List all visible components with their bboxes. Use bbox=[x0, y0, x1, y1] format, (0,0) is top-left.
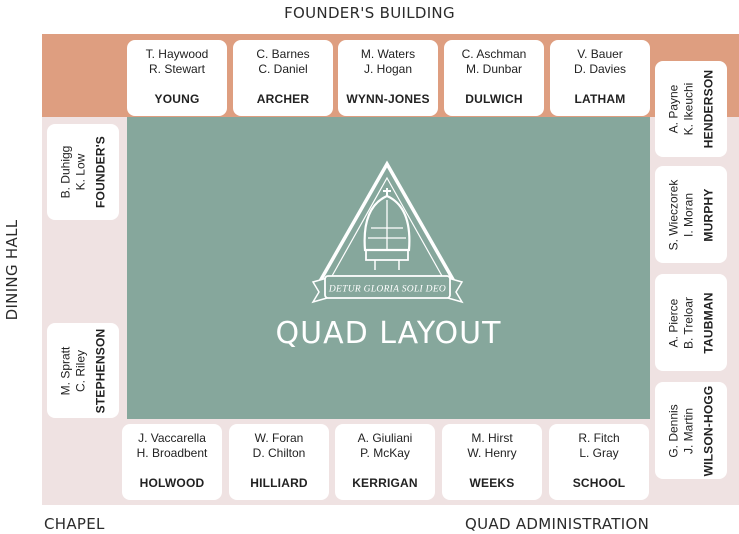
house-name: HOLWOOD bbox=[139, 476, 205, 490]
resident-name: D. Chilton bbox=[252, 446, 306, 460]
quad-administration-label: QUAD ADMINISTRATION bbox=[465, 515, 650, 533]
house-name: HILLIARD bbox=[250, 476, 308, 490]
house-name: HENDERSON bbox=[701, 69, 716, 149]
resident-name: D. Davies bbox=[573, 62, 626, 76]
resident-name: V. Bauer bbox=[577, 47, 623, 61]
resident-name: W. Foran bbox=[254, 431, 304, 445]
house-name: SCHOOL bbox=[572, 476, 626, 490]
resident-name: J. Vaccarella bbox=[138, 431, 206, 445]
dining-hall-label: DINING HALL bbox=[3, 219, 21, 321]
resident-name: S. Wieczorek bbox=[666, 179, 681, 250]
resident-name: A. Payne bbox=[666, 84, 681, 134]
crest-motto: DETUR GLORIA SOLI DEO bbox=[328, 285, 446, 295]
house-name: WEEKS bbox=[469, 476, 515, 490]
resident-name: K. Low bbox=[73, 153, 88, 191]
mitre-crest-icon: DETUR GLORIA SOLI DEO bbox=[311, 160, 464, 304]
house-name: LATHAM bbox=[574, 92, 626, 106]
house-name: FOUNDER'S bbox=[93, 136, 108, 208]
quad-title: QUAD LAYOUT bbox=[275, 316, 502, 351]
resident-name: T. Haywood bbox=[145, 47, 209, 61]
house-name: YOUNG bbox=[154, 92, 200, 106]
house-name: MURPHY bbox=[701, 187, 716, 242]
resident-name: A. Pierce bbox=[666, 298, 681, 347]
resident-name: H. Broadbent bbox=[136, 446, 208, 460]
resident-name: L. Gray bbox=[579, 446, 619, 460]
house-name: WILSON-HOGG bbox=[701, 385, 716, 476]
resident-name: C. Daniel bbox=[258, 62, 308, 76]
resident-name: C. Aschman bbox=[461, 47, 527, 61]
resident-name: K. Ikeuchi bbox=[681, 82, 696, 136]
chapel-label: CHAPEL bbox=[44, 515, 105, 533]
house-name: WYNN-JONES bbox=[346, 92, 430, 106]
resident-name: I. Moran bbox=[681, 192, 696, 237]
resident-name: M. Hirst bbox=[471, 431, 513, 445]
resident-name: C. Riley bbox=[73, 349, 88, 392]
house-name: DULWICH bbox=[465, 92, 523, 106]
resident-name: P. McKay bbox=[360, 446, 410, 460]
resident-name: A. Giuliani bbox=[357, 431, 413, 445]
resident-name: M. Spratt bbox=[58, 346, 73, 395]
resident-name: G. Dennis bbox=[666, 403, 681, 458]
resident-name: R. Fitch bbox=[578, 431, 620, 445]
resident-name: M. Dunbar bbox=[465, 62, 523, 76]
resident-name: B. Treloar bbox=[681, 296, 696, 349]
founders-building-label: FOUNDER'S BUILDING bbox=[284, 4, 455, 22]
house-name: TAUBMAN bbox=[701, 291, 716, 354]
resident-name: W. Henry bbox=[467, 446, 517, 460]
resident-name: C. Barnes bbox=[256, 47, 310, 61]
house-name: ARCHER bbox=[256, 92, 310, 106]
resident-name: B. Duhigg bbox=[58, 145, 73, 199]
house-name: STEPHENSON bbox=[93, 328, 108, 413]
resident-name: J. Martin bbox=[681, 407, 696, 454]
resident-name: J. Hogan bbox=[363, 62, 413, 76]
resident-name: R. Stewart bbox=[148, 62, 205, 76]
resident-name: M. Waters bbox=[360, 47, 416, 61]
house-name: KERRIGAN bbox=[352, 476, 418, 490]
